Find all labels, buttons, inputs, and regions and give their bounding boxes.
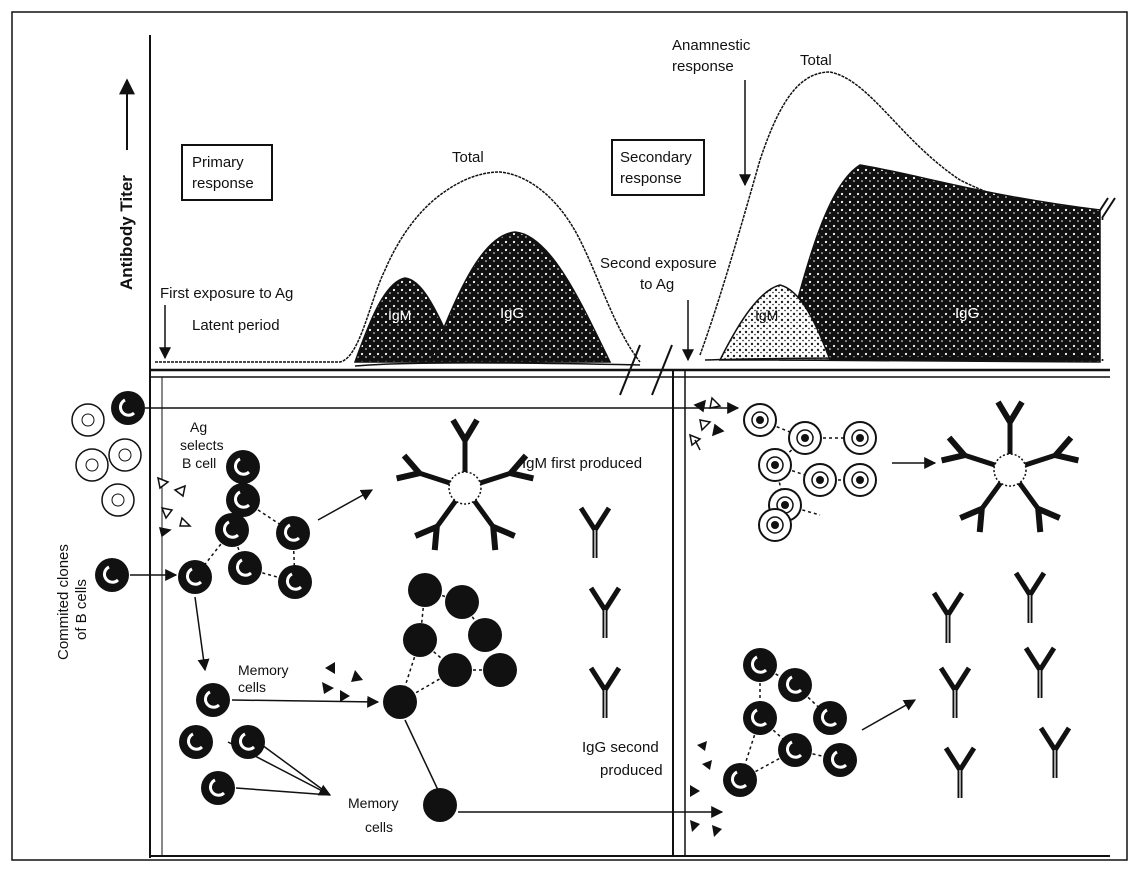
memory-converge-3 <box>262 745 330 795</box>
svg-text:response: response <box>192 175 254 192</box>
primary-response-box: Primary response <box>182 145 272 200</box>
svg-text:cells: cells <box>365 819 393 835</box>
svg-text:Memory: Memory <box>348 795 399 811</box>
primary-igg-peak <box>430 232 610 362</box>
igg-antibodies-secondary <box>934 573 1069 798</box>
svg-text:Ag: Ag <box>190 419 207 435</box>
svg-text:Commited clones: Commited clones <box>55 544 72 660</box>
igm-pentamer-primary <box>397 420 534 550</box>
igg-primary-label: IgG <box>500 305 524 322</box>
igg-antibodies-primary <box>581 508 619 718</box>
memory-converge-1 <box>228 742 330 795</box>
igm-secondary-label: IgM <box>755 307 778 323</box>
secondary-response-box: Secondary response <box>612 140 704 195</box>
baseline-dots: ... <box>1090 345 1105 365</box>
antigen-triangles-memory <box>322 662 363 702</box>
igm-first-produced-label: IgM first produced <box>522 455 642 472</box>
ag-selects-label: Ag selects B cell <box>180 419 224 471</box>
igg-secondary-label: IgG <box>955 305 979 322</box>
svg-text:cells: cells <box>238 679 266 695</box>
clone-to-igm-arrow <box>318 490 372 520</box>
total-dots: ... <box>1090 204 1105 224</box>
secondary-igg-cells <box>723 648 857 797</box>
svg-text:Secondary: Secondary <box>620 149 692 166</box>
memory-cells-group-1 <box>179 683 265 805</box>
svg-text:IgG second: IgG second <box>582 739 659 756</box>
primary-clone-cells <box>178 450 312 599</box>
svg-text:B cell: B cell <box>182 455 216 471</box>
clone-to-memory-arrow <box>195 597 205 670</box>
antigen-triangles-primary <box>158 478 190 536</box>
svg-text:Primary: Primary <box>192 154 244 171</box>
igm-primary-label: IgM <box>388 307 411 323</box>
y-axis-label: Antibody Titer <box>117 175 136 290</box>
svg-text:response: response <box>672 58 734 75</box>
antigen-triangles-secondary-top <box>690 398 723 445</box>
secondary-plasma-cells <box>744 404 876 541</box>
memory-cells-label-1: Memory cells <box>238 662 289 695</box>
svg-text:Second exposure: Second exposure <box>600 255 717 272</box>
svg-text:to Ag: to Ag <box>640 276 674 293</box>
svg-text:selects: selects <box>180 437 224 453</box>
svg-text:of B cells: of B cells <box>73 579 90 640</box>
memory-cells-label-2: Memory cells <box>348 795 399 835</box>
svg-text:response: response <box>620 170 682 187</box>
igm-pentamer-secondary <box>942 402 1079 532</box>
committed-clones-label: Commited clones of B cells <box>55 544 90 660</box>
y-axis-label-group: Antibody Titer <box>117 80 136 290</box>
total-primary-label: Total <box>452 149 484 166</box>
cluster-to-memory-line <box>405 720 438 790</box>
primary-baseline-curve <box>355 363 640 366</box>
igg-second-produced-label: IgG second produced <box>582 739 663 779</box>
antigen-triangles-secondary-bottom <box>690 741 722 837</box>
svg-text:Anamnestic: Anamnestic <box>672 37 751 54</box>
secondary-igg-area <box>780 165 1100 362</box>
total-secondary-label: Total <box>800 52 832 69</box>
svg-text:produced: produced <box>600 762 663 779</box>
second-exposure-label: Second exposure to Ag <box>600 255 717 360</box>
memory-converge-2 <box>236 788 330 795</box>
secondary-memory-cell <box>423 788 457 822</box>
memory-to-cluster-arrow <box>232 700 378 702</box>
igg-clone-cells <box>383 573 517 719</box>
svg-text:First exposure to Ag: First exposure to Ag <box>160 285 293 302</box>
resting-b-cells <box>72 391 145 592</box>
latent-period-label: Latent period <box>192 317 280 334</box>
outer-frame <box>12 12 1127 860</box>
cluster-to-igg-arrow <box>862 700 915 730</box>
svg-text:Memory: Memory <box>238 662 289 678</box>
